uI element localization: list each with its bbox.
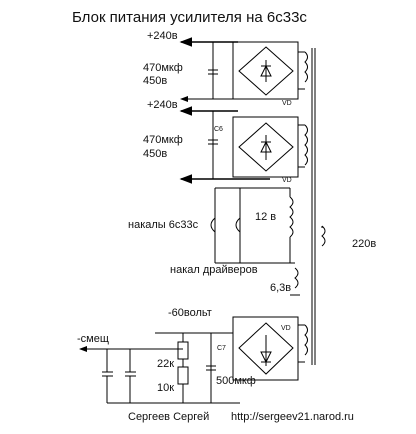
rectifier-1	[179, 37, 308, 102]
output-240v-1-label: +240в	[147, 30, 178, 42]
heater-drivers-label: накал драйверов	[170, 264, 258, 276]
transformer	[311, 48, 326, 365]
bias-rail-label: -60вольт	[168, 307, 212, 319]
heater-main-label: накалы 6с33с	[128, 219, 199, 231]
author-label: Сергеев Сергей	[128, 411, 209, 423]
bias-rectifier	[79, 316, 308, 404]
heater-circuit	[210, 187, 300, 296]
site-label: http://sergeev21.narod.ru	[231, 411, 354, 423]
cap1-voltage-label: 450в	[143, 75, 167, 87]
heater-drivers-voltage-label: 6,3в	[270, 282, 291, 294]
cap3-value-label: 500мкф	[216, 375, 256, 387]
heater-main-voltage-label: 12 в	[255, 211, 276, 223]
mains-voltage-label: 220в	[352, 238, 376, 250]
schematic-title: Блок питания усилителя на 6с33с	[72, 9, 307, 26]
bias-output-label: -смещ	[77, 333, 109, 345]
cap1-value-label: 470мкф	[143, 62, 183, 74]
rectifier-2	[179, 106, 308, 184]
vd3-label: VD	[281, 325, 291, 332]
cap2-voltage-label: 450в	[143, 148, 167, 160]
cap2-value-label: 470мкф	[143, 134, 183, 146]
vd2-label: VD	[282, 177, 292, 184]
output-240v-2-label: +240в	[147, 99, 178, 111]
r1-label: 22к	[157, 358, 174, 370]
cap2-name-label: C6	[214, 126, 223, 133]
r2-label: 10к	[157, 382, 174, 394]
vd1-label: VD	[282, 100, 292, 107]
cap3-name-label: C7	[217, 345, 226, 352]
